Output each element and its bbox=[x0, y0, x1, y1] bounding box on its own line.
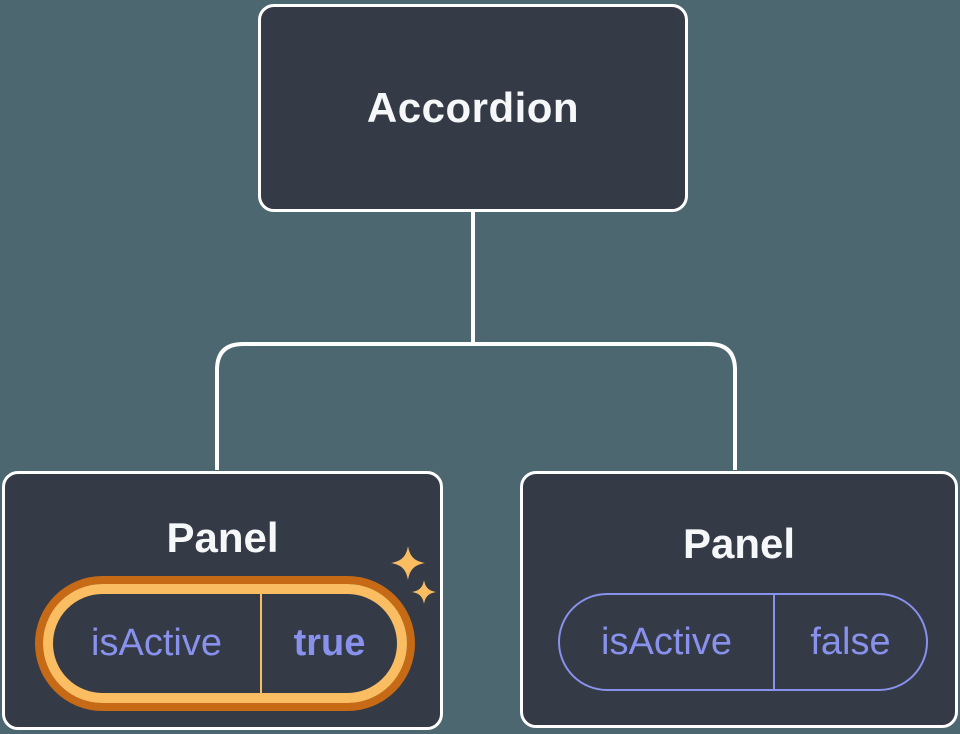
accordion-node-label: Accordion bbox=[366, 84, 580, 131]
panel-node-label: Panel bbox=[682, 520, 796, 567]
prop-name: isActive bbox=[91, 622, 222, 664]
prop-pill-active: isActive true bbox=[43, 584, 407, 703]
sparkle-icon-small bbox=[412, 580, 436, 604]
prop-name: isActive bbox=[601, 620, 732, 663]
accordion-node: Accordion bbox=[258, 4, 688, 212]
panel-node-inactive: Panel isActive false bbox=[520, 471, 958, 728]
panel-node-label: Panel bbox=[166, 514, 279, 561]
pill-divider bbox=[260, 594, 262, 693]
prop-value: true bbox=[293, 622, 366, 664]
pill-divider bbox=[773, 595, 775, 689]
prop-value: false bbox=[810, 620, 891, 663]
prop-pill-inactive: isActive false bbox=[558, 593, 928, 691]
panel-node-active: Panel isActive true bbox=[2, 471, 443, 730]
